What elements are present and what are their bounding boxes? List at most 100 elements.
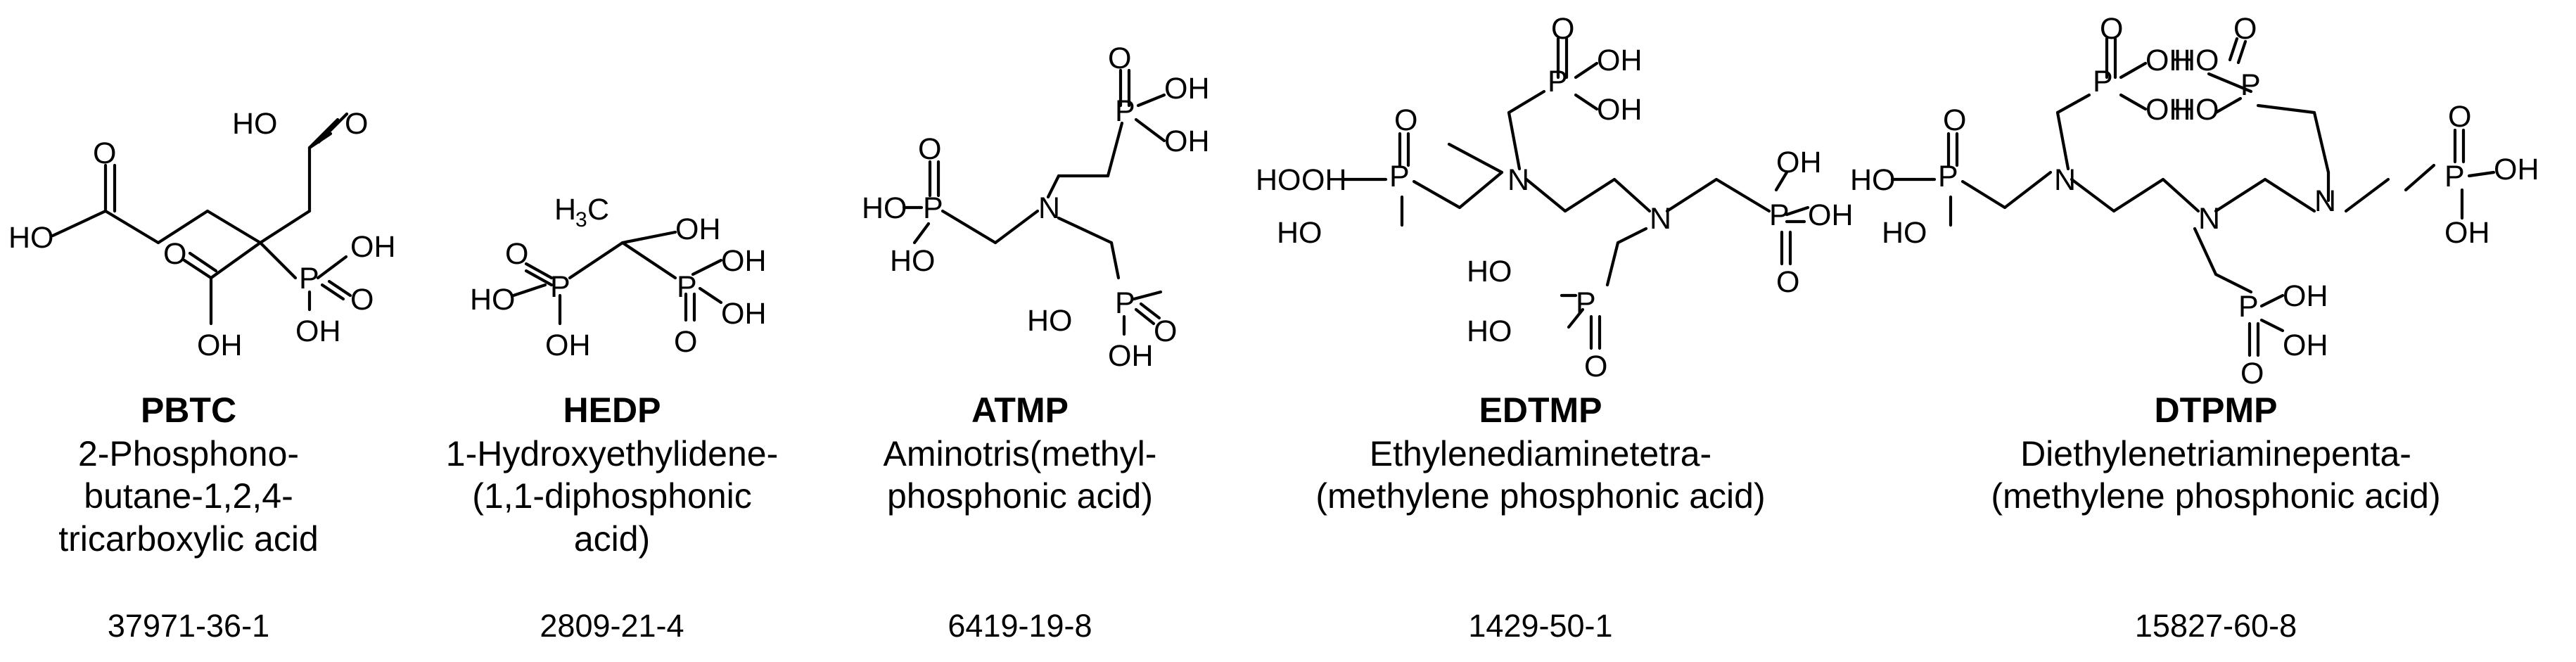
label-atmp: ATMP Aminotris(methyl- phosphonic acid) … bbox=[884, 390, 1157, 644]
atom-o: O bbox=[1943, 103, 1966, 137]
atom-oh: OH bbox=[1108, 339, 1154, 373]
atom-o: O bbox=[674, 325, 697, 359]
compound-name-line: (methylene phosphonic acid) bbox=[1991, 476, 2440, 516]
label-pbtc: PBTC 2-Phosphono- butane-1,2,4- tricarbo… bbox=[58, 390, 319, 644]
atom-n: N bbox=[1038, 191, 1060, 225]
compound-name-line: (1,1-diphosphonic bbox=[472, 476, 752, 516]
atom-p: P bbox=[677, 270, 697, 304]
atom-n: N bbox=[2054, 163, 2076, 197]
atom-oh: OH bbox=[1164, 72, 1210, 106]
structure-pbtc: O HO HO O O OH P OH O OH bbox=[8, 107, 396, 362]
structure-dtpmp: O P HO HO O P OH OH N N P OH OH O N O P … bbox=[1850, 12, 2539, 390]
atom-ho: HO bbox=[470, 283, 516, 317]
atom-p: P bbox=[2093, 65, 2113, 98]
atom-oh: OH bbox=[1776, 146, 1822, 179]
compound-name-line: (methylene phosphonic acid) bbox=[1315, 476, 1765, 516]
atom-p: P bbox=[1115, 286, 1135, 320]
atom-o: O bbox=[1776, 265, 1799, 299]
atom-p: P bbox=[1769, 198, 1790, 232]
atom-ho: HO bbox=[862, 191, 907, 225]
compound-abbreviation: ATMP bbox=[971, 390, 1069, 430]
compound-name-line: acid) bbox=[574, 519, 650, 559]
atom-ho: HO bbox=[1882, 216, 1927, 250]
atom-c: C bbox=[587, 193, 609, 227]
atom-ho: HO bbox=[232, 107, 278, 141]
atom-oh: OH bbox=[2283, 279, 2328, 313]
atom-o: O bbox=[93, 136, 116, 170]
atom-ho: HO bbox=[1467, 314, 1512, 348]
cas-number: 1429-50-1 bbox=[1468, 608, 1612, 644]
atom-o: O bbox=[350, 283, 374, 317]
compound-name-line: Diethylenetriaminepenta- bbox=[2020, 434, 2411, 473]
atom-oh: OH bbox=[2494, 153, 2539, 186]
compound-name-line: 2-Phosphono- bbox=[78, 434, 299, 473]
compound-name-line: Aminotris(methyl- bbox=[884, 434, 1157, 473]
atom-p: P bbox=[1389, 160, 1410, 193]
cas-number: 15827-60-8 bbox=[2135, 608, 2297, 644]
atom-o: O bbox=[1584, 350, 1607, 383]
compound-abbreviation: DTPMP bbox=[2155, 390, 2278, 430]
atom-p: P bbox=[923, 191, 943, 225]
atom-o: O bbox=[163, 237, 186, 271]
atom-o: O bbox=[1108, 42, 1131, 75]
atom-o: O bbox=[1551, 12, 1574, 46]
structure-edtmp: O P HO OH HO O P OH OH N N P OH OH O P H… bbox=[1256, 12, 1854, 383]
atom-ho: HO bbox=[2174, 44, 2219, 77]
atom-oh: OH bbox=[1597, 93, 1643, 127]
atom-oh: OH bbox=[1597, 44, 1643, 77]
atom-o: O bbox=[1394, 103, 1417, 137]
atom-oh: OH bbox=[1164, 125, 1210, 158]
compound-name-line: butane-1,2,4- bbox=[84, 476, 293, 516]
atom-p: P bbox=[2238, 290, 2259, 324]
atom-p: P bbox=[550, 270, 570, 304]
atom-p: P bbox=[1938, 160, 1958, 193]
atom-o: O bbox=[2240, 357, 2264, 390]
atom-ho: HO bbox=[2174, 93, 2219, 127]
compound-name-line: 1-Hydroxyethylidene- bbox=[446, 434, 778, 473]
atom-p: P bbox=[2240, 68, 2261, 102]
structure-atmp: N O P OH OH O P HO HO P HO O OH bbox=[862, 42, 1210, 373]
atom-oh: OH bbox=[2145, 93, 2191, 127]
atom-o: O bbox=[2448, 100, 2471, 134]
atom-ho: HO bbox=[1027, 304, 1073, 338]
structure-hedp: H 3 C OH O P HO OH P OH OH O bbox=[470, 193, 767, 362]
atom-p: P bbox=[2444, 160, 2465, 193]
atom-n: N bbox=[2198, 202, 2220, 236]
atom-ho: HO bbox=[1256, 163, 1301, 197]
atom-o: O bbox=[505, 237, 528, 271]
atom-ho: HO bbox=[890, 244, 936, 278]
atom-o: O bbox=[918, 132, 941, 166]
atom-oh: OH bbox=[350, 230, 396, 264]
atom-oh: OH bbox=[721, 297, 767, 331]
atom-o: O bbox=[2100, 12, 2123, 46]
atom-ho: HO bbox=[8, 221, 54, 255]
atom-o: O bbox=[2233, 12, 2257, 46]
atom-oh: OH bbox=[721, 244, 767, 278]
atom-n: N bbox=[2314, 184, 2336, 218]
compound-abbreviation: HEDP bbox=[563, 390, 661, 430]
atom-oh: OH bbox=[2283, 329, 2328, 362]
label-dtpmp: DTPMP Diethylenetriaminepenta- (methylen… bbox=[1991, 390, 2440, 644]
compound-name-line: tricarboxylic acid bbox=[58, 519, 319, 559]
label-edtmp: EDTMP Ethylenediaminetetra- (methylene p… bbox=[1315, 390, 1765, 644]
atom-oh: OH bbox=[675, 212, 721, 246]
compound-name-line: Ethylenediaminetetra- bbox=[1370, 434, 1711, 473]
atom-n: N bbox=[1507, 163, 1529, 197]
atom-ho: HO bbox=[1277, 216, 1322, 250]
atom-o: O bbox=[345, 107, 368, 141]
atom-oh: OH bbox=[545, 329, 591, 362]
atom-h: H bbox=[554, 193, 576, 227]
atom-oh: OH bbox=[197, 329, 243, 362]
atom-oh: OH bbox=[2444, 216, 2490, 250]
label-hedp: HEDP 1-Hydroxyethylidene- (1,1-diphospho… bbox=[446, 390, 778, 644]
atom-ho: HO bbox=[1467, 255, 1512, 288]
atom-oh: OH bbox=[2145, 44, 2191, 77]
atom-o: O bbox=[1154, 314, 1177, 348]
atom-p: P bbox=[1115, 94, 1135, 128]
compound-abbreviation: EDTMP bbox=[1479, 390, 1602, 430]
cas-number: 6419-19-8 bbox=[948, 608, 1092, 644]
compound-abbreviation: PBTC bbox=[141, 390, 236, 430]
atom-p: P bbox=[1548, 65, 1568, 98]
atom-p: P bbox=[299, 262, 319, 295]
